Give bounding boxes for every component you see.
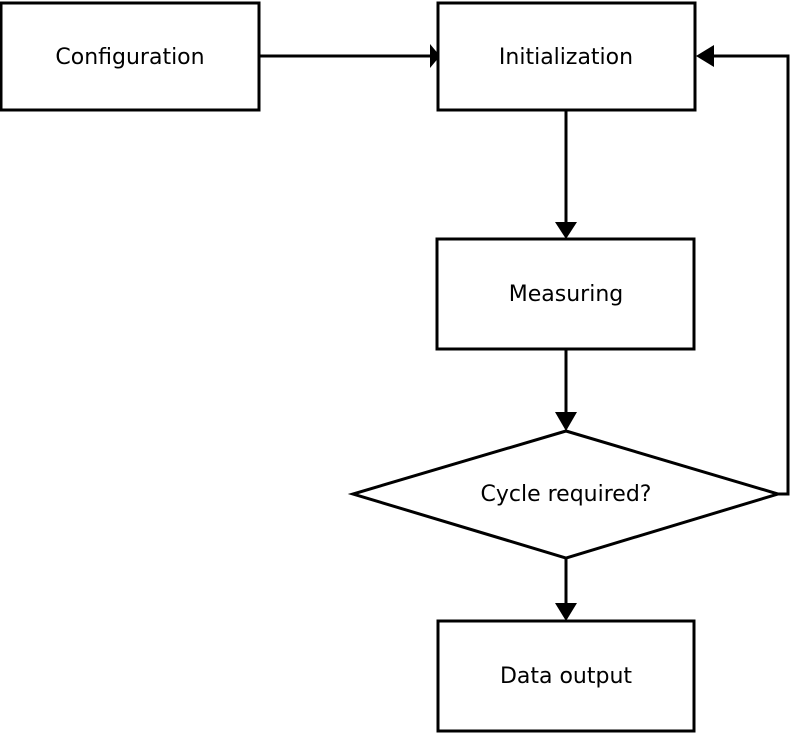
edge-configuration-to-initialization bbox=[259, 44, 440, 68]
edge-cycle-required-to-initialization-loop bbox=[696, 45, 790, 496]
node-data-output[interactable]: Data output bbox=[436, 619, 696, 733]
node-shape-rectangle bbox=[436, 619, 696, 733]
edge-line bbox=[703, 54, 790, 496]
edge-cycle-required-to-data-output bbox=[555, 558, 577, 621]
node-shape-rectangle bbox=[0, 1, 261, 112]
arrow-head-icon bbox=[555, 412, 577, 431]
arrow-head-icon bbox=[696, 45, 714, 67]
edge-measuring-to-cycle-required bbox=[555, 349, 577, 431]
node-configuration[interactable]: Configuration bbox=[0, 1, 261, 112]
node-label-initialization: Initialization bbox=[499, 45, 633, 70]
node-layer: Configuration Initialization Measuring C… bbox=[0, 1, 784, 733]
node-cycle-required[interactable]: Cycle required? bbox=[347, 429, 784, 560]
node-initialization[interactable]: Initialization bbox=[436, 1, 697, 112]
node-measuring[interactable]: Measuring bbox=[435, 237, 696, 351]
arrow-head-icon bbox=[555, 222, 577, 239]
edge-initialization-to-measuring bbox=[555, 110, 577, 239]
arrow-head-icon bbox=[555, 603, 577, 621]
arrow-head-icon bbox=[430, 44, 440, 68]
node-shape-diamond bbox=[347, 429, 784, 560]
node-label-configuration: Configuration bbox=[55, 45, 204, 70]
node-label-measuring: Measuring bbox=[509, 282, 623, 307]
node-shape-rectangle bbox=[435, 237, 696, 351]
node-shape-rectangle bbox=[436, 1, 697, 112]
node-label-cycle-required: Cycle required? bbox=[481, 482, 652, 507]
node-label-data-output: Data output bbox=[500, 664, 632, 689]
